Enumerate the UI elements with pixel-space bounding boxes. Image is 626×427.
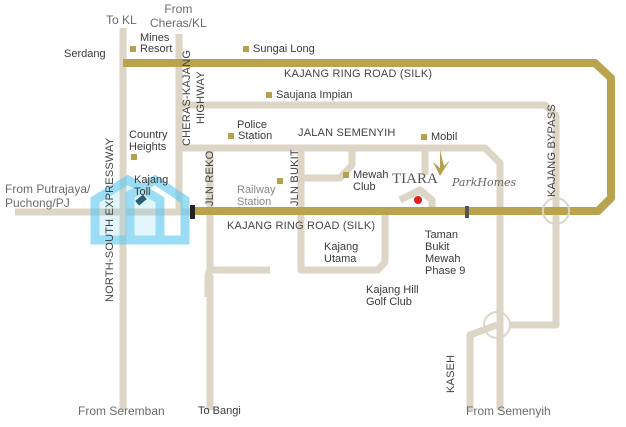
label-jln-bukit: JLN BUKIT — [289, 149, 301, 206]
marker-icon — [131, 154, 137, 160]
marker-icon — [343, 172, 349, 179]
tiara-brand: TIARA — [392, 171, 438, 187]
label-kaseh: KASEH — [445, 354, 457, 393]
label-cheras-kajang: CHERAS-KAJANG — [181, 49, 193, 146]
direction-from-seremban: From Seremban — [78, 404, 165, 418]
toll-marker — [190, 205, 195, 219]
jalan-semenyih-road — [179, 144, 504, 410]
toll-marker-east — [465, 206, 469, 218]
roundabout-semenyih — [483, 311, 511, 339]
silk-ring-road — [123, 59, 615, 215]
marker-icon — [421, 134, 427, 141]
place-sungai-long: Sungai Long — [243, 43, 315, 55]
place-golf-club: Kajang Hill Golf Club — [366, 284, 419, 308]
tiara-leaf-logo — [433, 150, 450, 176]
marker-icon — [243, 46, 249, 53]
direction-from-semenyih: From Semenyih — [466, 404, 551, 418]
place-railway-2: Station — [237, 196, 272, 208]
place-serdang: Serdang — [64, 48, 106, 60]
direction-from-cheras: From Cheras/KL — [150, 2, 207, 30]
tiara-subtitle: ParkHomes — [452, 176, 517, 189]
label-jalan-semenyih: JALAN SEMENYIH — [298, 127, 396, 139]
direction-to-kl: To KL — [106, 13, 137, 27]
place-railway-1: Railway — [237, 184, 276, 196]
jln-bukit-road — [297, 148, 389, 274]
place-kajang-utama: Kajang Utama — [324, 241, 359, 265]
place-toll-1: Kajang — [134, 174, 169, 186]
marker-icon — [277, 178, 283, 184]
place-mines-1: Mines — [140, 32, 170, 44]
marker-icon — [130, 46, 136, 53]
marker-icon — [228, 133, 234, 140]
place-sungai-long-label: Sungai Long — [253, 43, 315, 55]
place-taman-bukit-mewah: Taman Bukit Mewah Phase 9 — [425, 229, 466, 277]
place-mobil: Mobil — [421, 131, 457, 143]
direction-to-bangi: To Bangi — [198, 405, 241, 417]
tiara-road — [398, 148, 436, 212]
place-police-2: Station — [238, 130, 273, 142]
label-kajang-bypass: KAJANG BYPASS — [546, 104, 558, 197]
place-country-2: Heights — [129, 141, 167, 153]
label-silk-bottom: KAJANG RING ROAD (SILK) — [227, 220, 376, 232]
place-saujana: Saujana Impian — [266, 89, 352, 101]
direction-from-putrajaya: From Putrajaya/ Puchong/PJ — [5, 182, 91, 210]
label-jln-reko: JLN REKO — [204, 150, 216, 206]
place-mobil-label: Mobil — [431, 131, 458, 143]
place-mewah: Mewah — [343, 169, 388, 181]
place-saujana-label: Saujana Impian — [276, 89, 353, 101]
mewah-road — [301, 148, 356, 182]
place-mewah-1: Mewah — [353, 169, 389, 181]
place-mewah-2: Club — [353, 181, 376, 193]
place-police-1: Police — [237, 119, 267, 131]
tiara-site-marker — [414, 196, 422, 204]
place-police: Station — [228, 130, 272, 142]
kajang-toll-icon — [135, 194, 147, 206]
watermark-house-icon — [90, 174, 190, 245]
road-saujana-bypass — [179, 101, 560, 329]
label-nse: NORTH-SOUTH EXPRESSWAY — [104, 137, 116, 302]
place-country-1: Country — [129, 129, 168, 141]
label-highway: HIGHWAY — [195, 71, 207, 124]
kaseh-road — [466, 321, 499, 410]
marker-icon — [266, 92, 272, 99]
label-silk-top: KAJANG RING ROAD (SILK) — [284, 68, 433, 80]
place-mines-2: Resort — [140, 43, 173, 55]
roundabout-bypass — [542, 197, 570, 225]
place-mines: Resort — [130, 43, 172, 55]
place-toll-2: Toll — [134, 186, 151, 198]
